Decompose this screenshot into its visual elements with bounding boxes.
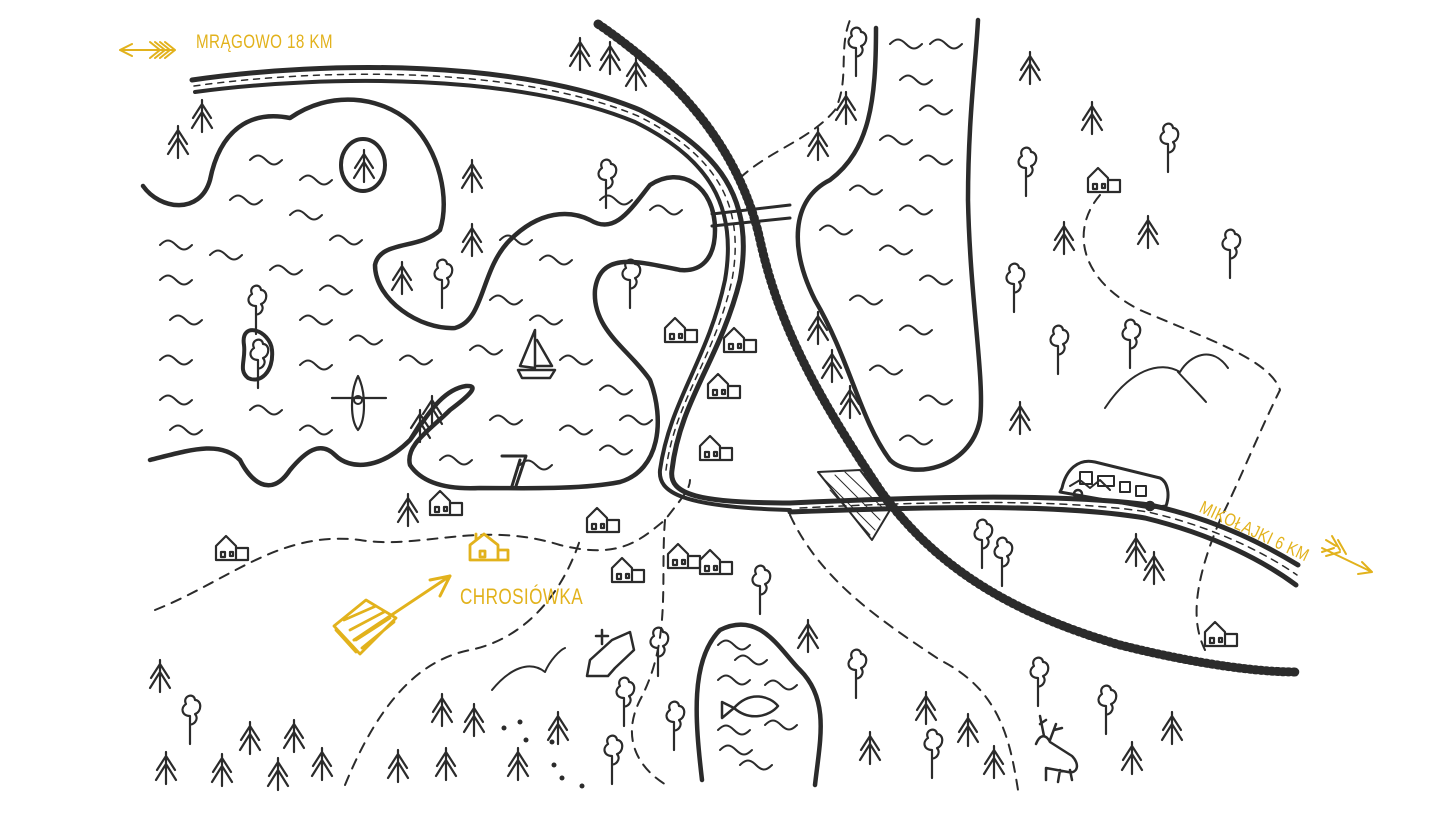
fish-icon (720, 695, 780, 720)
tree-icon (148, 26, 1242, 792)
arrow-chrosiowka-icon[interactable] (332, 574, 452, 656)
sailboat-icon (516, 328, 557, 380)
west-lake (140, 97, 718, 491)
direction-label-mragowo: MRĄGOWO 18 KM (196, 32, 333, 53)
bus-icon (1058, 459, 1170, 512)
church-icon (585, 628, 636, 678)
arrow-left-icon[interactable] (119, 41, 176, 59)
south-pond (694, 622, 823, 788)
village-houses (214, 166, 1239, 678)
animal-tracks-icon (501, 719, 585, 789)
chrosiowka-house-icon (468, 532, 510, 562)
footpaths (154, 19, 1281, 791)
railway-line (593, 19, 1301, 677)
island-icon (339, 137, 387, 193)
arrow-right-icon[interactable] (1321, 535, 1373, 575)
pier-icon (500, 454, 528, 488)
deer-icon (1034, 714, 1079, 784)
kayak-icon (330, 374, 388, 432)
road-to-mragowo (189, 65, 793, 512)
east-lake (795, 17, 984, 472)
bridge (710, 203, 891, 541)
village-label-chrosiowka: CHROSIÓWKA (460, 584, 584, 609)
hill-icon (491, 353, 1229, 691)
